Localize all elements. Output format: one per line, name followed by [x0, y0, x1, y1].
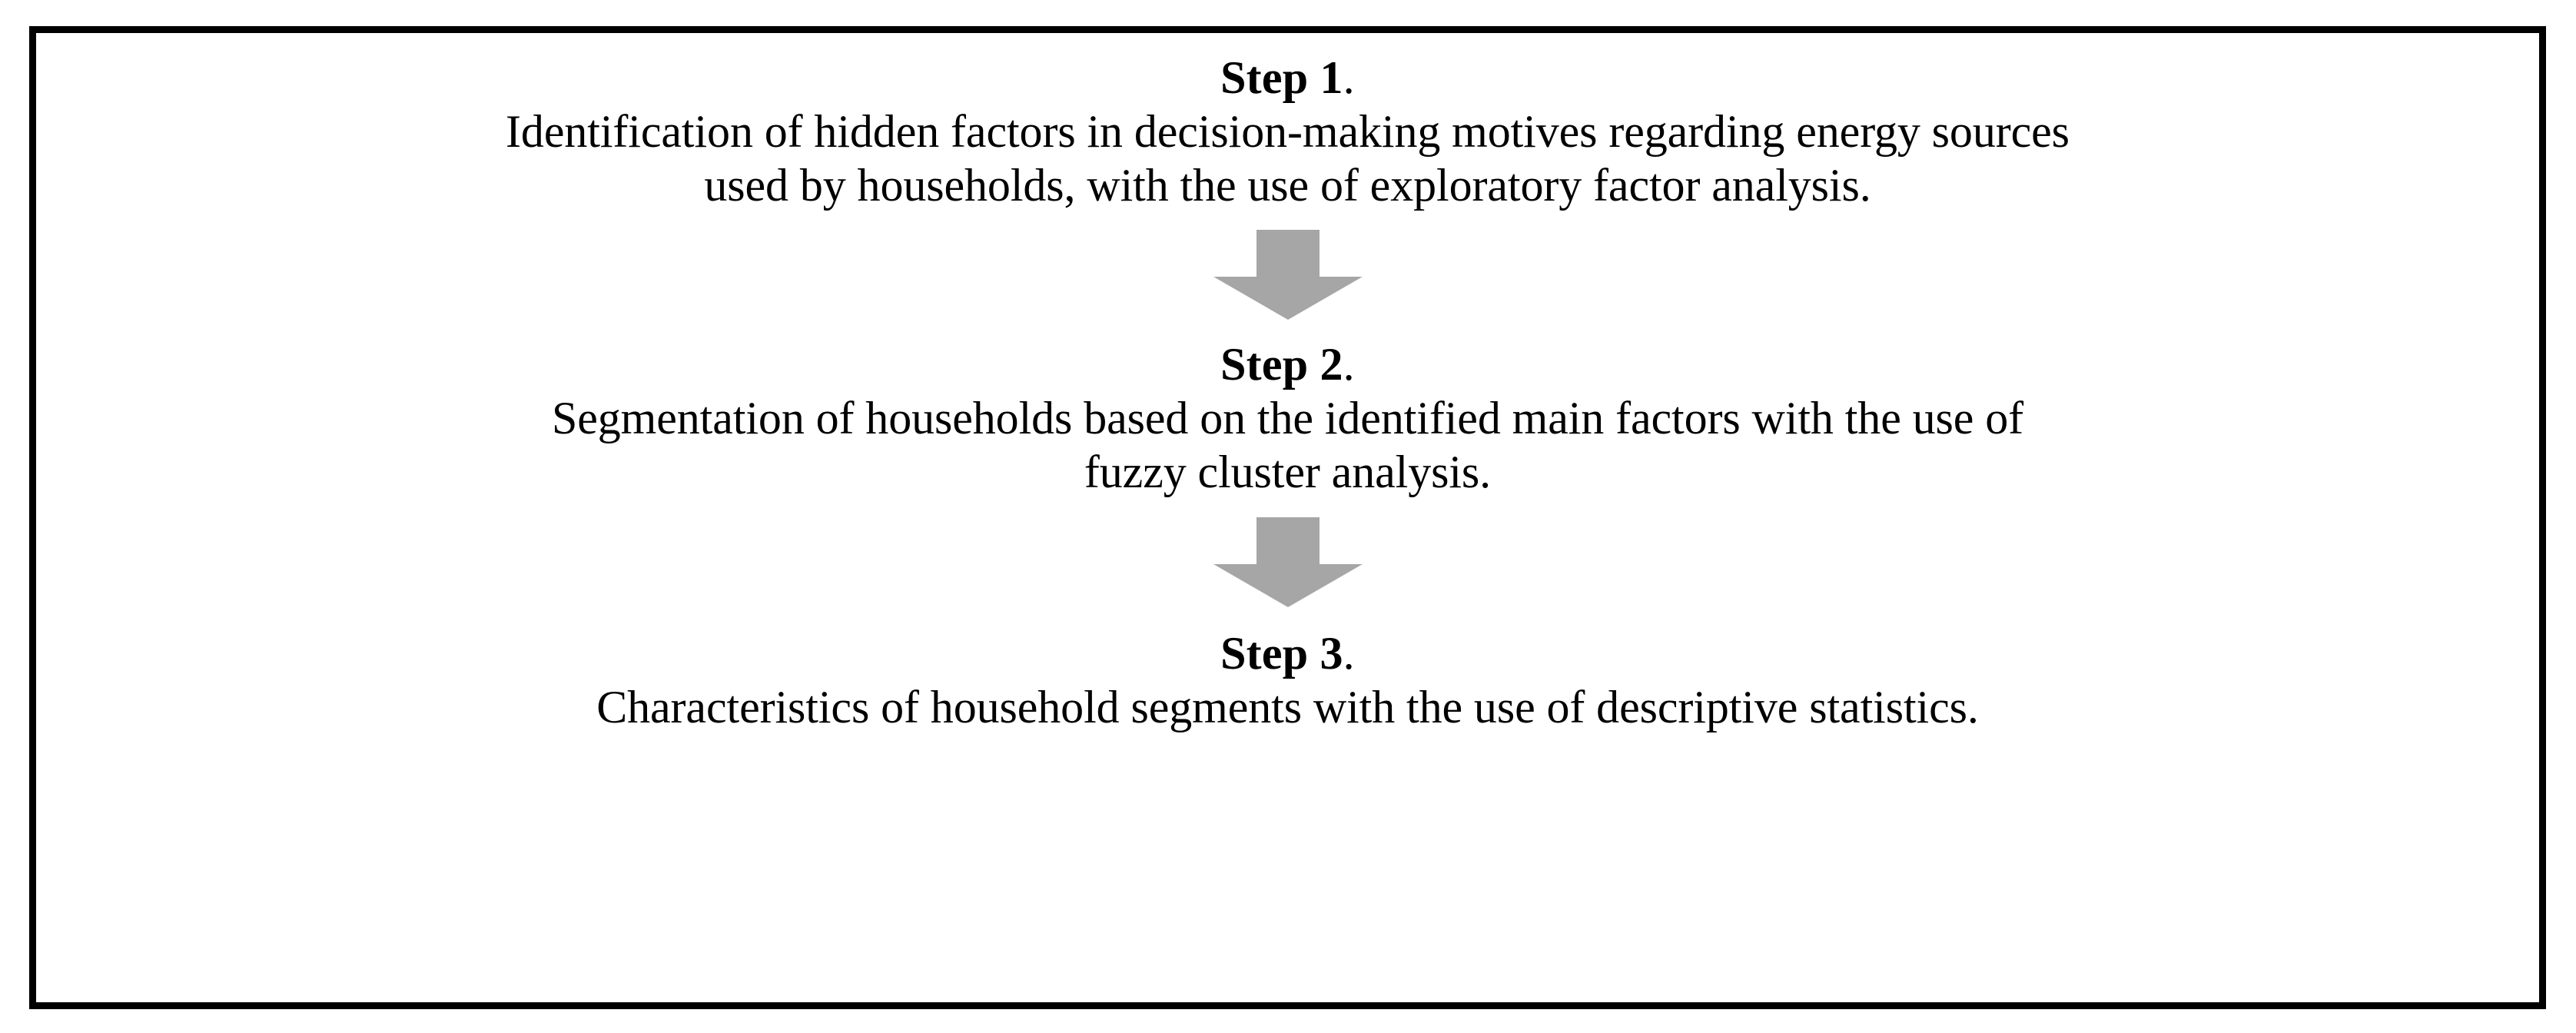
step-1-heading: Step 1. [43, 51, 2532, 105]
step-1-body-line-1: Identification of hidden factors in deci… [506, 106, 2070, 158]
step-2-heading-label: Step 2 [1220, 338, 1343, 390]
arrow-down-head [1213, 564, 1363, 608]
step-3-heading-label: Step 3 [1220, 628, 1343, 679]
step-2-body: Segmentation of households based on the … [43, 391, 2532, 499]
arrow-down-icon [1213, 517, 1363, 608]
step-3-body-line-1: Characteristics of household segments wi… [596, 682, 1979, 733]
arrow-down-shaft [1256, 517, 1320, 566]
step-3-heading-period: . [1343, 628, 1355, 679]
arrow-down-shaft [1256, 229, 1320, 278]
step-3-heading: Step 3. [43, 626, 2532, 680]
step-2-body-line-1: Segmentation of households based on the … [551, 392, 2023, 443]
flow-step-1: Step 1. Identification of hidden factors… [43, 51, 2532, 213]
step-3-body: Characteristics of household segments wi… [43, 680, 2532, 734]
step-2-body-line-2: fuzzy cluster analysis. [1084, 446, 1492, 497]
flow-step-3: Step 3. Characteristics of household seg… [43, 626, 2532, 734]
flow-step-stack: Step 1. Identification of hidden factors… [43, 40, 2532, 995]
process-flow-diagram: Step 1. Identification of hidden factors… [29, 26, 2546, 1009]
arrow-down-head [1213, 276, 1363, 320]
step-2-heading: Step 2. [43, 337, 2532, 391]
step-2-heading-period: . [1343, 338, 1355, 390]
step-1-heading-period: . [1343, 52, 1355, 103]
flow-step-2: Step 2. Segmentation of households based… [43, 337, 2532, 500]
arrow-down-icon [1213, 229, 1363, 320]
step-1-body-line-2: used by households, with the use of expl… [704, 160, 1871, 211]
step-1-heading-label: Step 1 [1220, 52, 1343, 103]
step-1-body: Identification of hidden factors in deci… [43, 105, 2532, 212]
